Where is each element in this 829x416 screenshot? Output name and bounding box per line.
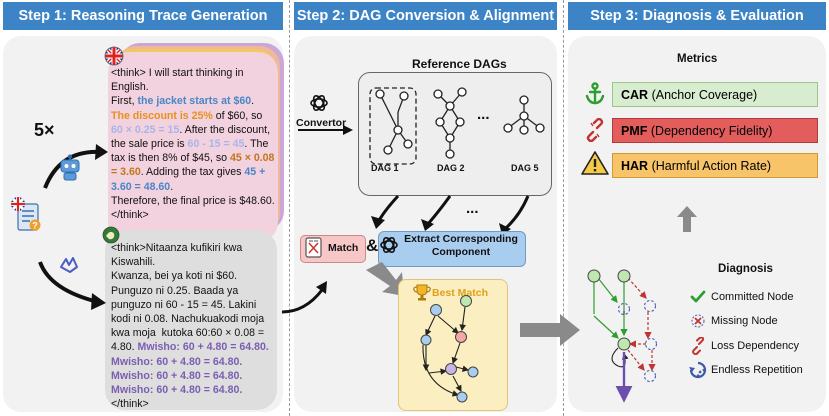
metric-car: CAR (Anchor Coverage) [612,82,818,107]
openai-icon [310,94,328,112]
metric-pmf-full: (Dependency Fidelity) [650,124,773,138]
trace-segment: . After the discount, the sale price is [111,123,273,151]
divider-left [289,0,290,416]
trace-segment: 45 + 3.60 = 48.60 [111,166,269,193]
metric-car-abbr: CAR [621,88,649,102]
model-logo-icon [60,257,78,273]
up-arrow [677,206,697,232]
loss-dependency-icon [692,337,705,355]
step2-banner: Step 2: DAG Conversion & Alignment [294,2,557,30]
convertor-label: Convertor [296,117,347,129]
dag-label-1: DAG 1 [371,163,399,173]
trace-segment: the jacket starts at $60 [137,95,252,108]
metric-har-abbr: HAR [621,159,649,173]
trace-segment: . [251,95,255,108]
ampersand: & [366,236,379,255]
endless-repetition-icon [689,361,707,379]
dag-ellipsis: ... [477,106,490,123]
missing-node-icon [691,314,705,328]
anchor-icon [585,82,605,105]
diagnosis-graph [587,269,658,403]
reference-dags-title: Reference DAGs [412,57,507,71]
trace-segment: 60 × 0.25 = 15 [111,123,180,136]
english-trace-text: <think> I will start thinking in English… [111,66,276,222]
broken-link-icon [586,118,604,142]
trace-segment: 45 × 0.08 = 3.60 [111,152,278,179]
legend-endless-repetition: Endless Repetition [711,364,803,376]
openai-icon-extract [380,236,398,254]
dag-down-ellipsis: ... [466,200,479,217]
trace-segment: . The tax is then 8% of $45, so [111,138,272,165]
swahili-trace-card [105,230,277,410]
best-match-dag [420,295,479,403]
trace-segment: 60 - 15 = 45 [187,138,245,151]
extract-label: Extract Corresponding Component [404,233,518,258]
check-icon [690,290,706,303]
diagnosis-title: Diagnosis [718,263,773,275]
dag-label-2: DAG 2 [437,163,465,173]
metrics-title: Metrics [677,53,718,65]
step3-banner: Step 3: Diagnosis & Evaluation [568,2,826,30]
trace-segment: Mwisho: 60 + 4.80 = 64.80. Mwisho: 60 + … [111,341,272,397]
reference-dags-box [358,72,552,196]
question-document-icon: ? [11,197,41,231]
trophy-icon [413,284,431,301]
match-label: Match [328,242,359,254]
swahili-trace-text: <think>Nitaanza kufikiri kwa Kiswahili. … [111,241,274,411]
best-match-label: Best Match [432,287,489,299]
english-trace-card [108,52,278,242]
swahili-flag-icon [102,226,120,244]
extract-box [378,231,526,267]
trace-segment: <think> I will start thinking in English… [111,67,244,108]
robot-icon [60,154,80,181]
metric-car-full: (Anchor Coverage) [651,88,758,102]
metric-har: HAR (Harmful Action Rate) [612,153,818,178]
trace-segment: of $60, so [212,109,266,122]
trace-segment: <think>Nitaanza kufikiri kwa Kiswahili. … [111,242,265,354]
trace-segment: . Therefore, the final price is $48.60.<… [111,180,275,222]
legend-missing-node: Missing Node [711,315,778,327]
best-match-box [398,279,508,411]
legend-committed-node: Committed Node [711,291,794,303]
svg-text:?: ? [32,221,38,231]
dag-label-5: DAG 5 [511,163,539,173]
repeat-count: 5× [34,120,55,140]
metric-har-full: (Harmful Action Rate) [651,159,772,173]
legend-loss-dependency: Loss Dependency [711,340,800,352]
metric-pmf: PMF (Dependency Fidelity) [612,118,818,143]
step1-banner: Step 1: Reasoning Trace Generation [3,2,283,30]
divider-right [563,0,564,416]
trace-segment: </think> [111,398,149,411]
uk-flag-icon [104,46,124,66]
metric-pmf-abbr: PMF [621,124,648,138]
warning-icon [581,151,609,175]
reference-dags-graphs [369,87,545,165]
trace-segment: The discount is 25% [111,109,213,122]
match-icon [305,237,322,258]
trace-segment: . Adding the tax gives [140,166,245,179]
